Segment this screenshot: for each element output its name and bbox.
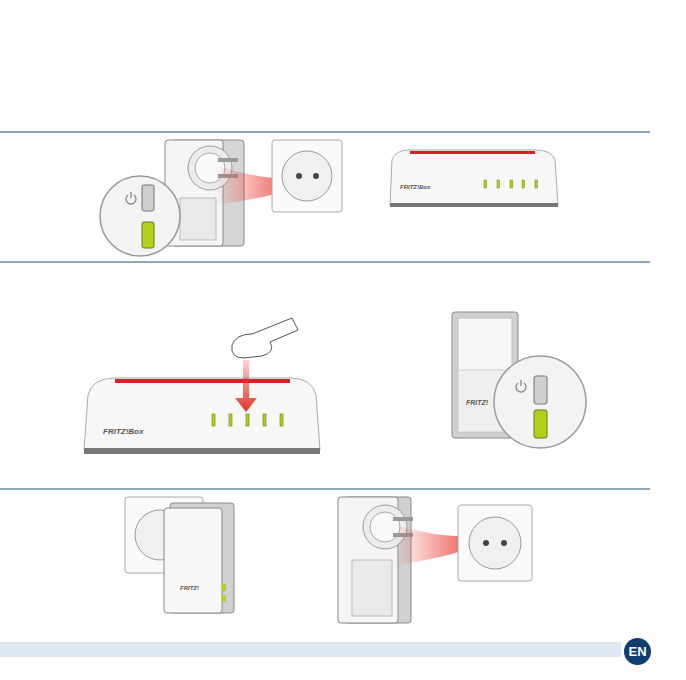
powerline-adapter xyxy=(164,503,234,613)
wall-socket xyxy=(458,505,532,581)
brand-logo: FRITZ!Box xyxy=(400,184,430,190)
press-arrow xyxy=(235,360,257,412)
separator-lines xyxy=(0,132,650,489)
router xyxy=(390,150,558,207)
wall-socket xyxy=(272,140,342,212)
badge-text: EN xyxy=(628,644,646,659)
language-badge: EN xyxy=(624,638,651,665)
finger xyxy=(232,318,298,358)
zoom-circle xyxy=(100,176,180,256)
zoom-circle xyxy=(494,356,586,448)
router xyxy=(84,378,320,454)
footer-band xyxy=(0,642,621,657)
brand-logo: FRITZ! xyxy=(180,585,199,591)
brand-logo: FRITZ! xyxy=(466,399,488,406)
brand-logo: FRITZ!Box xyxy=(103,428,143,436)
